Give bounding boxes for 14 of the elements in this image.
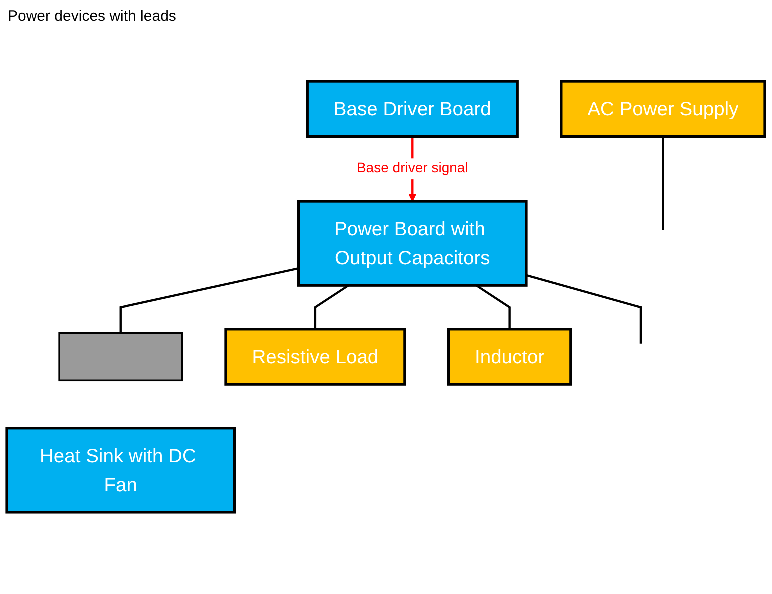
node-box: Resistive Load — [224, 328, 406, 386]
connector — [314, 284, 350, 330]
edge-label: Base driver signal — [356, 161, 468, 176]
node-box: Power Board with Output Capacitors — [297, 200, 528, 287]
node-box: AC Power Supply — [560, 80, 766, 138]
connector — [476, 284, 511, 330]
connector — [120, 267, 299, 334]
node-box: Base Driver Board — [306, 80, 519, 138]
note-text: Power devices with leads — [8, 8, 176, 25]
node-box: Heat Sink with DC Fan — [6, 427, 236, 514]
node-box: Inductor — [447, 328, 572, 386]
connector — [526, 274, 642, 344]
connector — [662, 136, 664, 230]
node-bar — [58, 332, 184, 382]
